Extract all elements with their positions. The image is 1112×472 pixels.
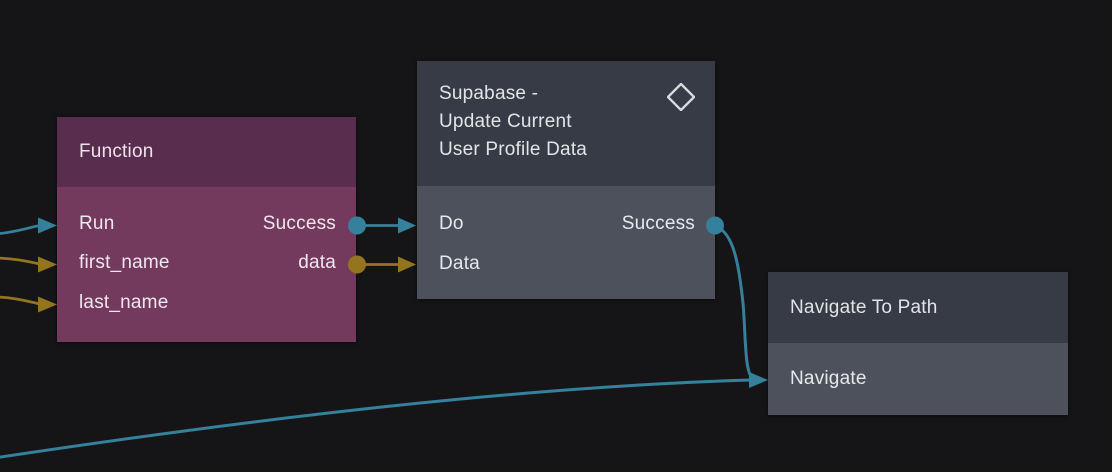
node-navigate-header: Navigate To Path — [768, 272, 1068, 343]
node-function[interactable]: Function Run Success first_name data las… — [57, 117, 356, 342]
port-first-name[interactable]: first_name — [79, 252, 170, 274]
diamond-icon — [667, 83, 695, 111]
port-row: first_name data — [57, 244, 356, 284]
node-navigate-body: Navigate — [768, 343, 1068, 415]
arrowhead-icon — [398, 217, 416, 234]
arrowhead-icon — [398, 256, 416, 273]
edge-in-run[interactable] — [0, 217, 57, 235]
port-data-input[interactable]: Data — [439, 253, 480, 274]
arrowhead-icon — [38, 256, 57, 273]
port-row: Data — [417, 244, 715, 284]
port-navigate[interactable]: Navigate — [790, 368, 867, 389]
edge-success-do[interactable] — [348, 216, 416, 235]
edge-in-last-name[interactable] — [0, 295, 57, 313]
port-last-name[interactable]: last_name — [79, 291, 169, 313]
node-function-header: Function — [57, 117, 356, 187]
port-row: last_name — [57, 283, 356, 323]
port-row: Run Success — [57, 204, 356, 244]
port-success-output[interactable]: Success — [262, 212, 336, 234]
arrowhead-icon — [749, 372, 768, 388]
edge-bottomleft-navigate[interactable] — [0, 372, 768, 459]
node-navigate-to-path[interactable]: Navigate To Path Navigate — [768, 272, 1068, 415]
edge-data-data[interactable] — [348, 255, 416, 274]
port-do[interactable]: Do — [439, 213, 464, 234]
node-supabase-header: Supabase - Update Current User Profile D… — [417, 61, 715, 186]
node-function-title: Function — [79, 141, 154, 162]
node-supabase-update-profile[interactable]: Supabase - Update Current User Profile D… — [417, 61, 715, 299]
node-navigate-title: Navigate To Path — [790, 296, 938, 318]
port-data-output[interactable]: data — [298, 252, 336, 274]
port-success-output[interactable]: Success — [621, 213, 695, 234]
edge-in-first-name[interactable] — [0, 256, 57, 273]
node-supabase-title: Supabase - Update Current User Profile D… — [439, 83, 588, 160]
node-function-body: Run Success first_name data last_name — [57, 187, 356, 342]
port-row: Do Success — [417, 204, 715, 244]
arrowhead-icon — [38, 296, 57, 313]
node-supabase-body: Do Success Data — [417, 186, 715, 299]
port-run[interactable]: Run — [79, 212, 115, 234]
arrowhead-icon — [38, 217, 57, 234]
port-row: Navigate — [768, 368, 1068, 390]
